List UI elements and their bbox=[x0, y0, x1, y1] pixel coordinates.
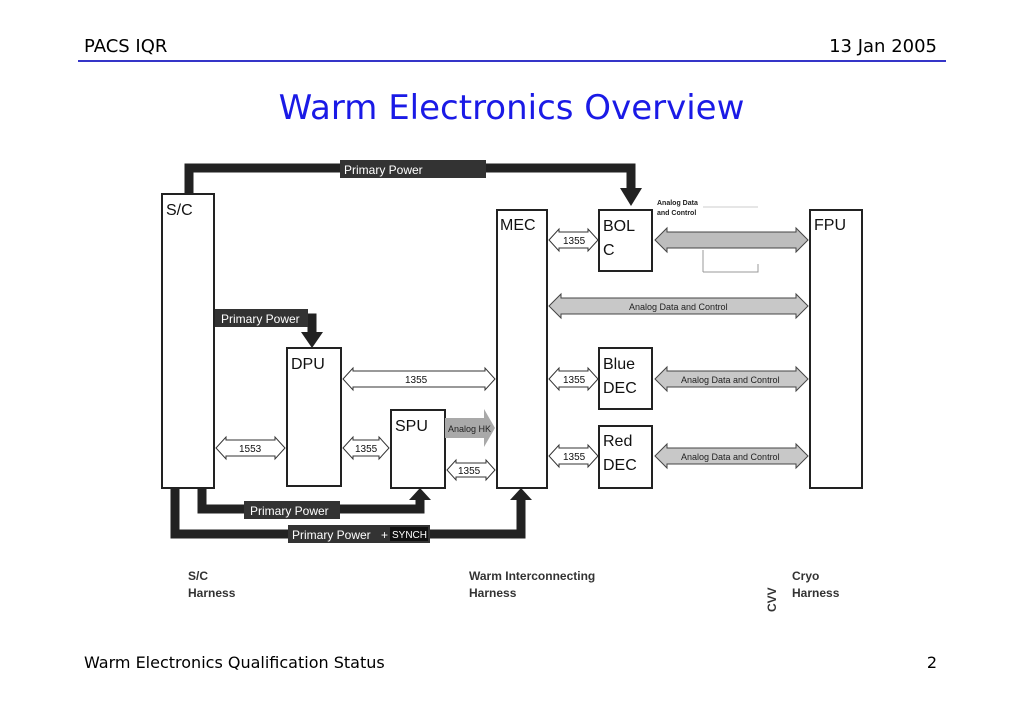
label-1355-mec-blue: 1355 bbox=[563, 375, 586, 386]
footer-left: Warm Electronics Qualification Status bbox=[84, 653, 385, 672]
label-red-1: Red bbox=[603, 433, 632, 450]
link-analog-mec-fpu bbox=[548, 292, 809, 320]
power-arrowheads bbox=[301, 188, 642, 500]
link-analog-bolc-fpu bbox=[654, 226, 809, 254]
label-blue-2: DEC bbox=[603, 380, 637, 397]
label-cryo-harness-1: Cryo bbox=[792, 569, 819, 583]
header-left: PACS IQR bbox=[84, 36, 168, 57]
link-analog-hk bbox=[445, 409, 495, 447]
label-analog-data-2: and Control bbox=[657, 210, 696, 217]
synch-label-bg bbox=[390, 527, 428, 541]
page-number: 2 bbox=[926, 653, 937, 672]
label-dpu: DPU bbox=[291, 356, 325, 373]
box-bolc bbox=[598, 209, 653, 272]
label-synch: SYNCH bbox=[392, 530, 427, 541]
link-1355-dpu-spu bbox=[342, 435, 390, 461]
power-label-bg-bottom bbox=[244, 501, 340, 519]
label-analog-red: Analog Data and Control bbox=[681, 452, 780, 462]
label-mec: MEC bbox=[500, 217, 536, 234]
header-rule bbox=[78, 60, 946, 62]
box-fpu bbox=[809, 209, 863, 489]
link-1355-mec-bolc bbox=[548, 227, 599, 253]
label-analog-mec-fpu: Analog Data and Control bbox=[629, 302, 728, 312]
label-cryo-harness-2: Harness bbox=[792, 586, 840, 600]
analog-bracket-bottom bbox=[703, 264, 759, 273]
box-sc bbox=[161, 193, 215, 489]
power-label-bg-dpu bbox=[214, 309, 308, 327]
header-date: 13 Jan 2005 bbox=[829, 36, 937, 57]
label-bolc-1: BOL bbox=[603, 218, 635, 235]
label-synch-plus: + bbox=[381, 528, 388, 542]
label-primary-power-bottom: Primary Power bbox=[250, 504, 329, 518]
label-primary-power-synch: Primary Power bbox=[292, 528, 371, 542]
link-1355-spu-mec bbox=[446, 458, 496, 482]
link-analog-red-fpu bbox=[654, 442, 809, 470]
label-primary-power-top: Primary Power bbox=[344, 163, 423, 177]
label-sc-harness-1: S/C bbox=[188, 569, 208, 583]
analog-links bbox=[548, 226, 809, 470]
label-fpu: FPU bbox=[814, 217, 846, 234]
analog-link-labels: Analog Data and Control Analog Data and … bbox=[448, 200, 780, 462]
label-warm-harness-2: Harness bbox=[469, 586, 517, 600]
label-1355-mec-bolc: 1355 bbox=[563, 236, 586, 247]
harness-labels: S/C Harness Warm Interconnecting Harness… bbox=[188, 569, 840, 612]
label-blue-1: Blue bbox=[603, 356, 635, 373]
box-spu bbox=[390, 409, 446, 489]
arrowhead-spu bbox=[409, 488, 431, 500]
unit-labels: S/C MEC BOL C FPU DPU SPU Blue DEC Red D… bbox=[166, 202, 846, 474]
link-1553 bbox=[215, 435, 286, 461]
arrowhead-dpu bbox=[301, 332, 323, 348]
label-cvv: CVV bbox=[765, 587, 779, 612]
label-1553: 1553 bbox=[239, 444, 262, 455]
digital-link-labels: 1355 1355 1355 1355 1553 1355 1355 bbox=[239, 236, 586, 477]
link-1355-mec-blue bbox=[548, 366, 599, 392]
link-1355-mec-red bbox=[548, 443, 599, 469]
label-analog-hk: Analog HK bbox=[448, 424, 491, 434]
label-spu: SPU bbox=[395, 418, 428, 435]
label-sc-harness-2: Harness bbox=[188, 586, 236, 600]
label-sc: S/C bbox=[166, 202, 193, 219]
label-1355-dpu-mec: 1355 bbox=[405, 375, 428, 386]
label-bolc-2: C bbox=[603, 242, 615, 259]
label-warm-harness-1: Warm Interconnecting bbox=[469, 569, 595, 583]
label-red-2: DEC bbox=[603, 457, 637, 474]
box-dpu bbox=[286, 347, 342, 487]
arrowhead-mec bbox=[510, 488, 532, 500]
label-1355-mec-red: 1355 bbox=[563, 452, 586, 463]
label-analog-data-1: Analog Data bbox=[657, 200, 698, 207]
unit-boxes bbox=[161, 193, 863, 489]
label-analog-blue: Analog Data and Control bbox=[681, 375, 780, 385]
label-primary-power-dpu: Primary Power bbox=[221, 312, 300, 326]
label-1355-spu-mec: 1355 bbox=[458, 466, 481, 477]
digital-links bbox=[215, 227, 599, 482]
link-1355-dpu-mec bbox=[342, 366, 496, 392]
box-mec bbox=[496, 209, 548, 489]
arrowhead-bolc bbox=[620, 188, 642, 206]
box-blue-dec bbox=[598, 347, 653, 410]
power-label-bg-top bbox=[340, 160, 486, 178]
label-1355-dpu-spu: 1355 bbox=[355, 444, 378, 455]
link-analog-blue-fpu bbox=[654, 365, 809, 393]
box-red-dec bbox=[598, 425, 653, 489]
page-title: Warm Electronics Overview bbox=[278, 88, 745, 128]
